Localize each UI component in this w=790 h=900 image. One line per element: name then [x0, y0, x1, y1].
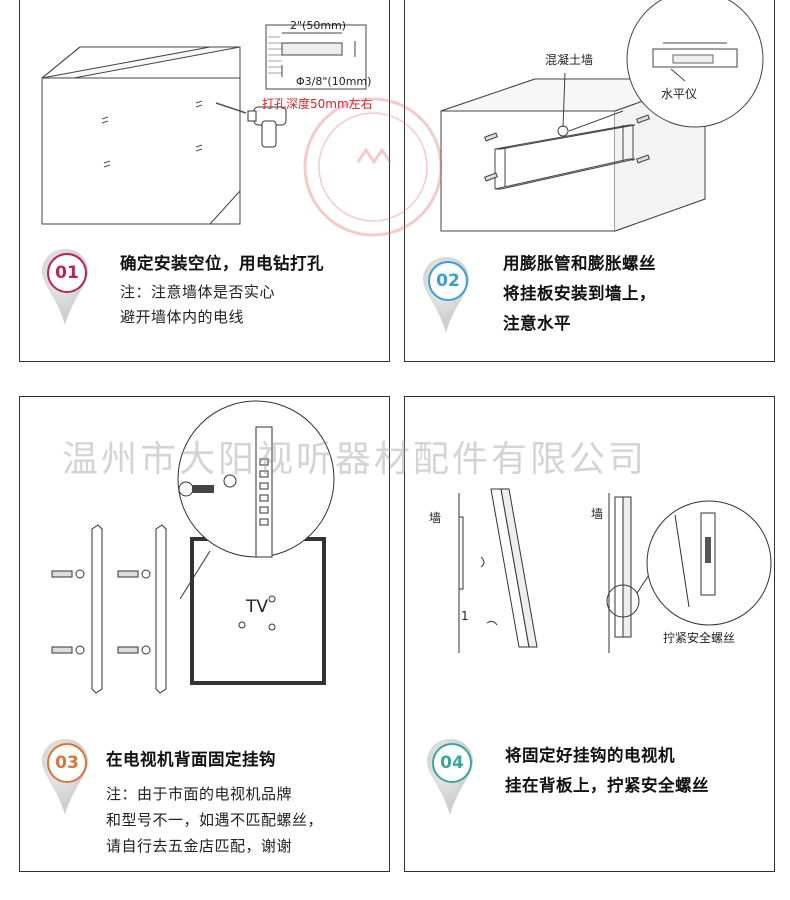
step-badge-02: 02 [423, 255, 485, 335]
tv-label: TV [246, 597, 269, 617]
dim-bottom-label: Φ3/8"(10mm) [296, 75, 372, 88]
step-number-02: 02 [428, 261, 468, 301]
step1-note-1: 注：注意墙体是否实心 [120, 283, 276, 301]
wall-label-left: 墙 [429, 511, 442, 525]
step4-title-line-1: 将固定好挂钩的电视机 [505, 746, 675, 765]
step1-title: 确定安装空位，用电钻打孔 [120, 254, 324, 273]
wall-label-right: 墙 [591, 507, 604, 521]
step3-illustration [51, 400, 335, 694]
step-panel-4: 墙 墙 1 拧紧安全螺丝 04 将固定好挂钩的电视机 挂在背板上，拧紧安全螺丝 [404, 396, 775, 872]
step-panel-2: 混凝土墙 水平仪 02 用膨胀管和膨胀螺丝 将挂板安装到墙上， 注意水平 [404, 0, 775, 362]
step3-note-3: 请自行去五金店匹配，谢谢 [106, 837, 293, 855]
level-label: 水平仪 [661, 87, 698, 101]
step-badge-01: 01 [42, 247, 104, 327]
step1-illustration [41, 24, 367, 225]
step3-note-1: 注：由于市面的电视机品牌 [106, 785, 293, 803]
step-badge-04: 04 [427, 737, 489, 817]
step2-title-line-2: 将挂板安装到墙上， [503, 284, 656, 303]
drill-depth-label: 打孔深度50mm左右 [262, 97, 373, 111]
step-number-01: 01 [47, 253, 87, 293]
step1-note-2: 避开墙体内的电线 [120, 308, 245, 326]
step-number-04: 04 [432, 743, 472, 783]
concrete-wall-label: 混凝土墙 [545, 53, 594, 67]
stamp-seal [303, 97, 443, 237]
step-panel-1: 2"(50mm) Φ3/8"(10mm) 打孔深度50mm左右 01 确定安装空… [19, 0, 390, 362]
step2-title-line-1: 用膨胀管和膨胀螺丝 [503, 254, 656, 273]
step-number-03: 03 [47, 743, 87, 783]
step4-title-line-2: 挂在背板上，拧紧安全螺丝 [505, 776, 709, 795]
step-panel-3: TV 03 在电视机背面固定挂钩 注：由于市面的电视机品牌 和型号不一，如遇不匹… [19, 396, 390, 872]
company-watermark: 温州市大阳视听器材配件有限公司 [62, 439, 648, 480]
step4-illustration [458, 488, 772, 653]
step2-illustration [440, 0, 764, 232]
callout-1-label: 1 [461, 609, 469, 623]
step-badge-03: 03 [42, 737, 104, 817]
dim-top-label: 2"(50mm) [290, 19, 347, 32]
tighten-screw-label: 拧紧安全螺丝 [663, 631, 736, 645]
step3-title: 在电视机背面固定挂钩 [106, 750, 276, 769]
step3-note-2: 和型号不一，如遇不匹配螺丝， [106, 811, 324, 829]
step2-title-line-3: 注意水平 [503, 314, 571, 333]
